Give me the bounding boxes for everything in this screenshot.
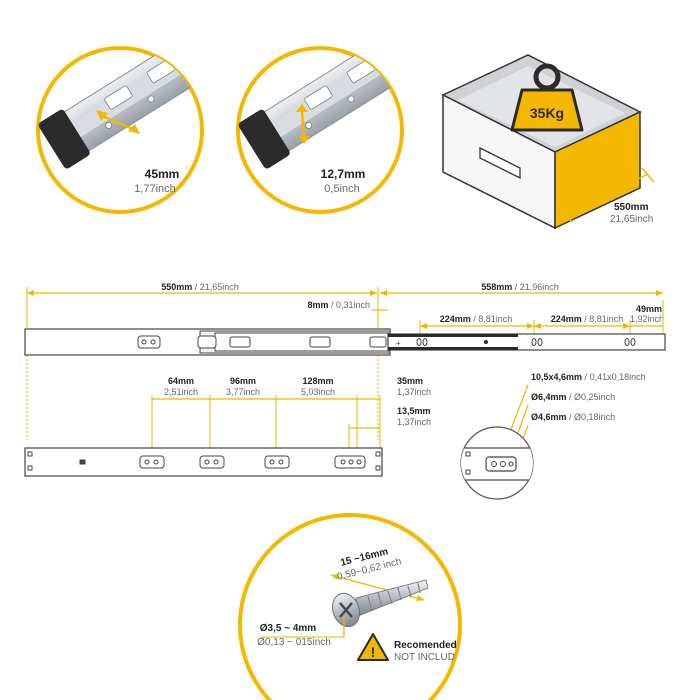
drawer-side — [554, 110, 641, 230]
hole-gap-2-sub: 8,81inch — [589, 314, 623, 324]
weight-icon — [510, 63, 584, 132]
width-value: 45mm — [145, 167, 180, 181]
hole-gap-2-dimension: 224mm / 8,81inch — [534, 314, 630, 329]
overtravel-dimension: 8mm / 0,31inch — [307, 300, 388, 311]
svg-text:10,5x4,6mm / 0,41x0,18inch: 10,5x4,6mm / 0,41x0,18inch — [531, 372, 646, 382]
height-sub: 0,5inch — [324, 183, 359, 195]
spacing-2-sub: 3,77inch — [226, 387, 260, 397]
screw-diameter-value: Ø3,5 ~ 4mm — [260, 623, 317, 634]
rail-holes — [27, 451, 381, 471]
end-offset-dimension: 35mm 1,37inch — [357, 376, 431, 400]
end-gap-dimension: 49mm 1,92inch — [630, 304, 664, 327]
hole-offset-value: 13,5mm — [397, 406, 431, 416]
small-hole-value: Ø4,6mm — [531, 412, 567, 422]
end-offset-sub: 1,37inch — [397, 387, 431, 397]
large-hole-sub: Ø0,25inch — [574, 392, 615, 402]
spacing-dimension: 64mm 2,51inch — [152, 376, 210, 400]
svg-text:Ø4,6mm / Ø0,18inch: Ø4,6mm / Ø0,18inch — [531, 412, 615, 422]
depth-sub: 21,65inch — [610, 214, 653, 225]
end-gap-value: 49mm — [636, 304, 662, 314]
extended-length-sub: 21,96inch — [520, 282, 559, 292]
svg-text:558mm / 21,96inch: 558mm / 21,96inch — [481, 282, 559, 292]
extended-slide: 550mm / 21,65inch 558mm / 21,96inch 8mm … — [24, 282, 666, 440]
overtravel-value: 8mm — [307, 300, 328, 310]
spacing-dimension: 96mm 3,77inch — [210, 376, 276, 400]
small-hole-sub: Ø0,18inch — [574, 412, 615, 422]
screw-callout: 15 ~16mm 0,59~0,62 inch — [238, 513, 479, 700]
width-sub: 1,77inch — [134, 183, 176, 195]
svg-text:550mm / 21,65inch: 550mm / 21,65inch — [161, 282, 239, 292]
warning-icon: ! — [357, 633, 389, 661]
warning-sub: NOT INCLUDED — [394, 652, 469, 663]
extended-length-value: 558mm — [481, 282, 512, 292]
screw-diameter-sub: Ø0,13 ~ 015inch — [257, 637, 331, 648]
hole-gap-1-value: 224mm — [440, 314, 471, 324]
end-gap-sub: 1,92inch — [630, 314, 664, 324]
closed-length-dimension: 550mm / 21,65inch — [27, 282, 377, 296]
spacing-3-value: 128mm — [302, 376, 333, 386]
rail-holes — [137, 335, 636, 349]
large-hole-value: Ø6,4mm — [531, 392, 567, 402]
drawer-illustration: 35Kg 550mm 21,65inch — [441, 54, 655, 230]
hole-offset-dimension: 13,5mm 1,37inch — [349, 406, 431, 429]
screw-icon — [331, 579, 429, 628]
closed-slide: 64mm 2,51inch 96mm 3,77inch 128mm 5,03in… — [24, 376, 431, 477]
spacing-3-sub: 5,03inch — [301, 387, 335, 397]
width-callout: 45mm 1,77inch — [36, 46, 204, 214]
slot-size-sub: 0,41x0,18inch — [590, 372, 646, 382]
spacing-2-value: 96mm — [230, 376, 256, 386]
spacing-dimension: 128mm 5,03inch — [276, 376, 357, 400]
hole-gap-1-sub: 8,81inch — [478, 314, 512, 324]
svg-text:+: + — [396, 339, 401, 348]
svg-text:224mm / 8,81inch: 224mm / 8,81inch — [551, 314, 624, 324]
inner-rail — [387, 333, 666, 351]
overtravel-sub: 0,31inch — [336, 300, 370, 310]
depth-dimension-line — [566, 173, 649, 215]
svg-text:224mm / 8,81inch: 224mm / 8,81inch — [440, 314, 513, 324]
slide-profile-image — [238, 48, 402, 169]
end-offset-value: 35mm — [397, 376, 423, 386]
height-value: 12,7mm — [321, 167, 366, 181]
depth-value: 550mm — [614, 202, 649, 213]
warning-glyph: ! — [371, 644, 376, 660]
closed-length-sub: 21,65inch — [200, 282, 239, 292]
weight-label: 35Kg — [530, 105, 564, 121]
hole-gap-2-value: 224mm — [551, 314, 582, 324]
holes-detail: 10,5x4,6mm / 0,41x0,18inch Ø6,4mm / Ø0,2… — [460, 372, 646, 500]
hole-offset-sub: 1,37inch — [397, 417, 431, 427]
slot-size-value: 10,5x4,6mm — [531, 372, 582, 382]
closed-length-value: 550mm — [161, 282, 192, 292]
drawer-handle — [479, 146, 521, 180]
height-callout: 12,7mm 0,5inch — [236, 46, 404, 214]
svg-text:8mm / 0,31inch: 8mm / 0,31inch — [307, 300, 370, 310]
warning-title: Recomended size — [394, 640, 479, 651]
spacing-1-sub: 2,51inch — [164, 387, 198, 397]
extended-length-dimension: 558mm / 21,96inch — [380, 282, 663, 296]
hole-gap-1-dimension: 224mm / 8,81inch — [420, 314, 534, 329]
extension-lines — [26, 287, 664, 440]
svg-text:Ø6,4mm / Ø0,25inch: Ø6,4mm / Ø0,25inch — [531, 392, 615, 402]
spacing-1-value: 64mm — [168, 376, 194, 386]
